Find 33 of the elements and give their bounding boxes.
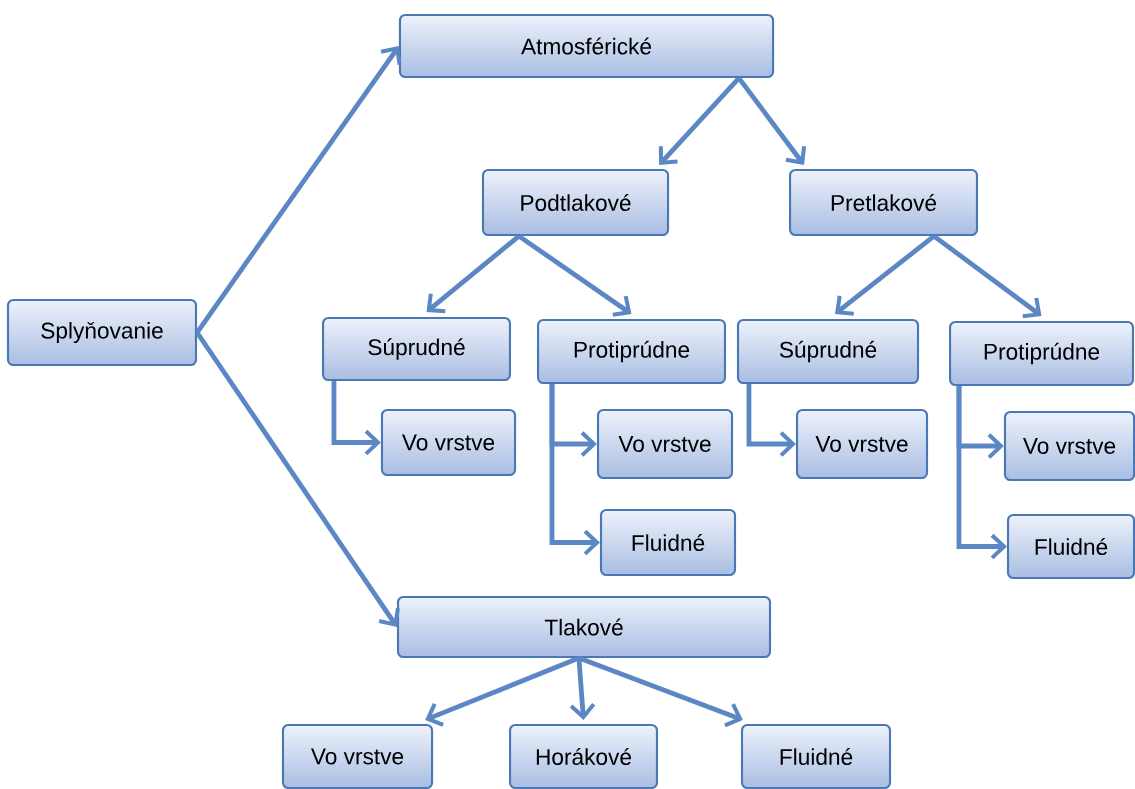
process-box: Atmosférické (398, 13, 775, 79)
arrow (517, 234, 632, 317)
arrow (426, 234, 521, 314)
process-box: Pretlakové (788, 168, 979, 237)
process-box: Podtlakové (481, 168, 670, 237)
process-box: Súprudné (321, 316, 512, 382)
process-box: Horákové (508, 723, 659, 789)
arrow (195, 46, 402, 334)
process-box: Protiprúdne (536, 318, 727, 385)
process-box: Fluidné (740, 723, 892, 789)
arrow (746, 384, 796, 457)
process-box: Tlakové (396, 595, 772, 659)
process-box: Vo vrstve (596, 408, 734, 480)
arrow (331, 381, 381, 456)
arrow (425, 655, 580, 727)
process-box: Vo vrstve (281, 723, 434, 789)
arrow (956, 386, 1007, 560)
arrow (835, 234, 936, 316)
process-box: Fluidné (1006, 513, 1135, 580)
process-box: Splyňovanie (6, 298, 198, 367)
process-box: Vo vrstve (380, 408, 517, 477)
arrow (737, 76, 807, 165)
arrow (569, 657, 596, 720)
process-box: Vo vrstve (1003, 410, 1135, 482)
process-box: Vo vrstve (795, 408, 929, 480)
process-box: Súprudné (736, 318, 920, 385)
process-box: Protiprúdne (948, 320, 1135, 387)
arrow (932, 234, 1042, 319)
arrow (195, 331, 400, 627)
arrow (549, 384, 600, 556)
arrow (578, 655, 743, 728)
process-box: Fluidné (599, 508, 737, 577)
arrow (658, 76, 741, 165)
